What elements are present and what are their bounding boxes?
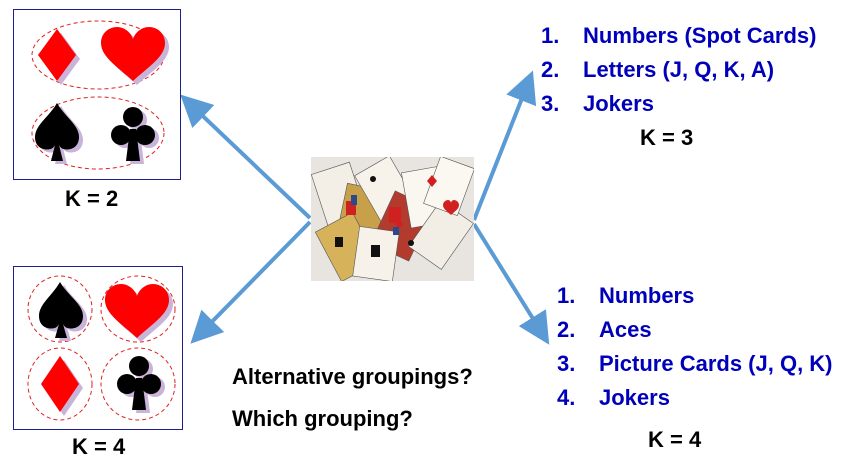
suits-panel-k2 [13,9,181,180]
k4-list-label: K = 4 [648,427,702,452]
heart-icon [105,284,173,342]
k3-label: K = 3 [640,125,694,150]
list-item-number: 2. [557,317,576,342]
suits-panel-k4 [13,266,183,430]
list-item: 2. Letters (J, Q, K, A) [541,53,816,87]
club-icon [117,356,165,413]
cluster-spade [27,275,93,343]
k4-grouping-list: 1. Numbers 2. Aces 3. Picture Cards (J, Q, … [557,279,833,415]
arrow-to-k3-list [472,70,537,221]
k2-label: K = 2 [65,186,119,211]
arrow-to-k4-suits [190,220,312,344]
heart-icon [101,27,169,85]
list-item-text: Jokers [599,385,670,410]
arrow-to-k4-list [472,222,550,345]
list-item: 1. Numbers (Spot Cards) [541,19,816,53]
spade-icon [35,103,83,164]
list-item-number: 4. [557,385,576,410]
spade-icon [39,282,87,341]
cluster-diamond [27,347,93,421]
k4-suits-label: K = 4 [72,434,126,459]
cluster-club [100,347,176,421]
list-item-text: Numbers [599,283,695,308]
playing-cards-photo [311,157,474,281]
diamond-icon [38,29,80,85]
list-item: 3. Jokers [541,87,816,121]
list-item: 2. Aces [557,313,833,347]
club-icon [111,107,159,164]
list-item-number: 2. [541,57,560,82]
diamond-icon [41,356,83,416]
cluster-black [31,96,165,170]
question-alternative: Alternative groupings? [232,364,473,389]
list-item-text: Numbers (Spot Cards) [583,23,817,48]
list-item: 4. Jokers [557,381,833,415]
cluster-heart [100,275,176,343]
list-item-number: 1. [541,23,560,48]
arrow-to-k2 [180,94,312,220]
list-item-number: 1. [557,283,576,308]
list-item: 1. Numbers [557,279,833,313]
list-item-number: 3. [541,91,560,116]
list-item-text: Aces [599,317,652,342]
list-item-text: Letters (J, Q, K, A) [583,57,775,82]
list-item-number: 3. [557,351,576,376]
list-item-text: Jokers [583,91,654,116]
k3-grouping-list: 1. Numbers (Spot Cards) 2. Letters (J, Q, … [541,19,816,121]
question-which: Which grouping? [232,406,413,431]
list-item: 3. Picture Cards (J, Q, K) [557,347,833,381]
list-item-text: Picture Cards (J, Q, K) [599,351,833,376]
